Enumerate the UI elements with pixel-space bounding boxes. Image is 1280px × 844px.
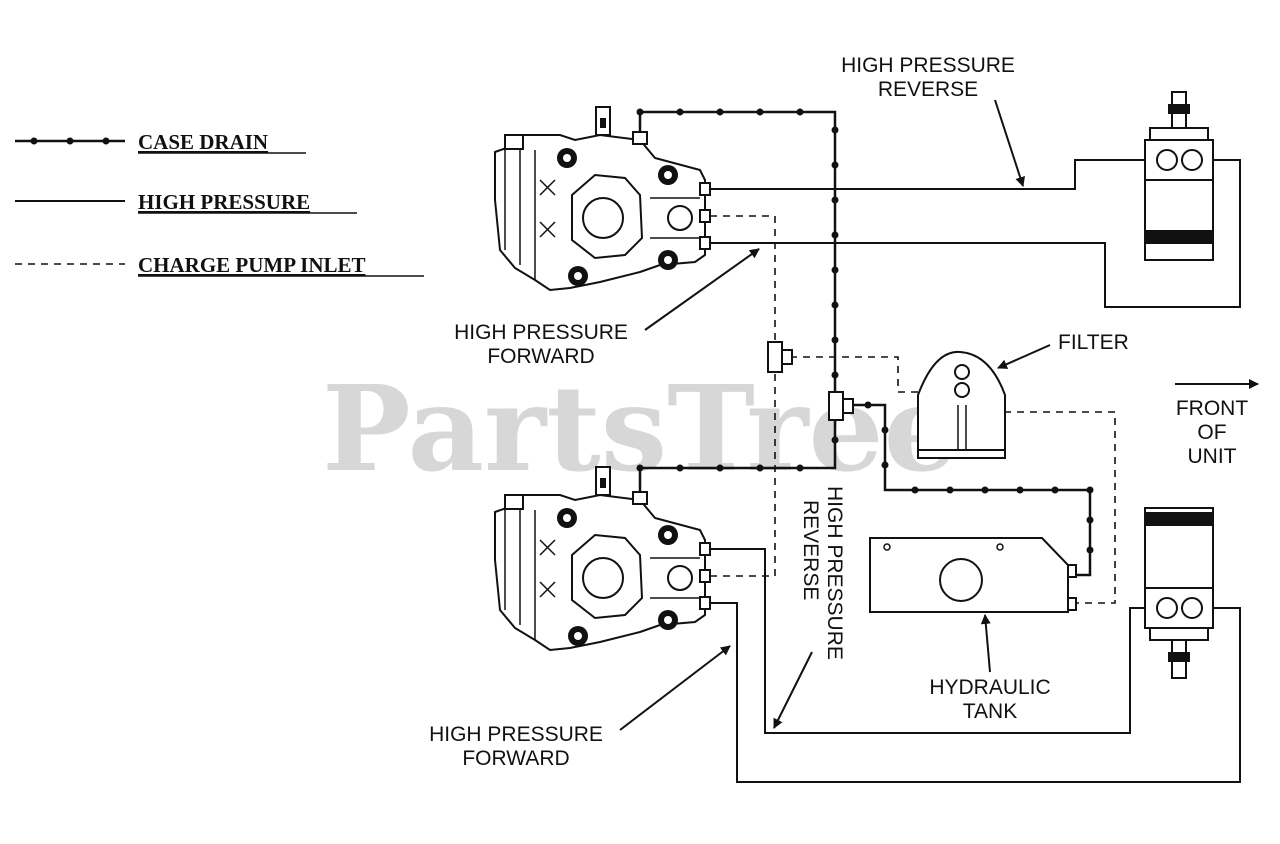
label-filter: FILTER [1058,331,1129,354]
callout-labels: HIGH PRESSURE REVERSE HIGH PRESSURE FORW… [429,54,1248,770]
label-front-of-unit: FRONT [1176,397,1248,420]
tee-fitting-icon [767,341,793,373]
label-hp-forward-bottom: HIGH PRESSURE [429,723,603,746]
hydrostatic-pump-icon [494,466,711,652]
case-drain-lines [636,108,1094,577]
legend-dot [66,137,74,145]
label-hydraulic-tank: TANK [963,700,1017,723]
label-hp-forward-bottom: FORWARD [462,747,569,770]
wheel-motor-icon [1144,507,1214,679]
legend-case-drain-label: CASE DRAIN [138,130,268,154]
legend-dot [102,137,110,145]
label-hp-reverse-top: REVERSE [878,78,978,101]
filter-icon [917,350,1006,459]
label-hp-forward-top: FORWARD [487,345,594,368]
label-hp-reverse-top: HIGH PRESSURE [841,54,1015,77]
label-front-of-unit: UNIT [1188,445,1237,468]
label-hp-reverse-mid: HIGH PRESSURE REVERSE [799,486,846,660]
label-hydraulic-tank: HYDRAULIC [929,676,1050,699]
legend-high-pressure-label: HIGH PRESSURE [138,190,310,214]
hydrostatic-pump-icon [494,106,711,292]
wheel-motor-icon [1144,91,1214,261]
leader-arrows [619,99,1051,731]
legend-charge-pump-label: CHARGE PUMP INLET [138,253,366,277]
hydraulic-tank-icon [869,537,1077,613]
svg-text:HIGH PRESSURE: HIGH PRESSURE [823,486,846,660]
high-pressure-lines [710,159,1241,783]
tee-fitting-icon [828,391,854,421]
legend: CASE DRAIN HIGH PRESSURE CHARGE PUMP INL… [15,130,424,277]
legend-dot [30,137,38,145]
svg-text:REVERSE: REVERSE [799,500,822,600]
label-hp-forward-top: HIGH PRESSURE [454,321,628,344]
label-front-of-unit: OF [1197,421,1226,444]
